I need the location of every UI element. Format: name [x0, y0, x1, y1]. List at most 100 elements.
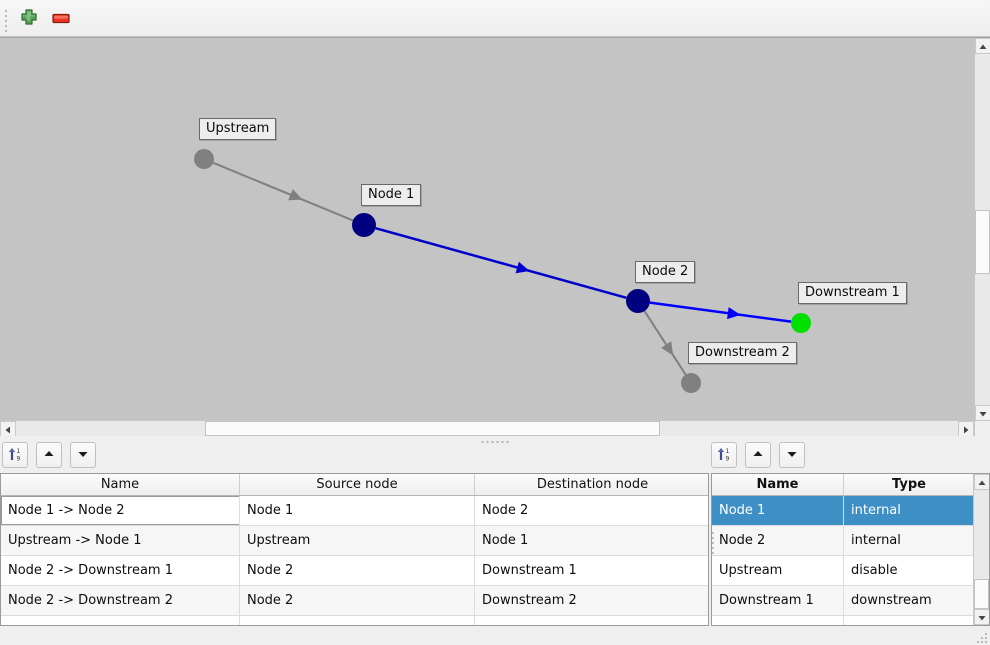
node-sort-button[interactable]: 1 9 — [711, 442, 737, 468]
delete-node-button[interactable] — [48, 6, 74, 32]
node-table-header-1[interactable]: Type — [843, 474, 975, 496]
hscrollbar-thumb[interactable] — [205, 421, 660, 436]
node-table-cell[interactable]: Node 2 — [712, 525, 844, 556]
node-label-downstream1[interactable]: Downstream 1 — [798, 282, 907, 304]
edge-table-cell-empty — [1, 615, 240, 625]
edge-table-header-1[interactable]: Source node — [239, 474, 475, 496]
edge-sort-button[interactable]: 1 9 — [2, 442, 28, 468]
edge-table-cell[interactable]: Upstream — [239, 525, 475, 556]
scroll-down-button[interactable] — [975, 405, 990, 421]
node-label-node2[interactable]: Node 2 — [635, 261, 696, 283]
node-table-cell-empty — [843, 615, 975, 625]
edge-arrow-upstream-node1 — [288, 189, 303, 201]
edge-table-cell[interactable]: Node 1 -> Node 2 — [1, 495, 240, 526]
edge-table-header-2[interactable]: Destination node — [474, 474, 708, 496]
node-scroll-up-button[interactable] — [974, 474, 989, 490]
node-table-grip — [712, 532, 715, 554]
edge-move-down-button[interactable] — [70, 442, 96, 468]
scrollbar-corner — [974, 420, 990, 436]
edge-node2-downstream2[interactable] — [643, 310, 687, 376]
node-table-cell[interactable]: internal — [843, 495, 975, 526]
node-table-cell[interactable]: internal — [843, 525, 975, 556]
edge-move-up-button[interactable] — [36, 442, 62, 468]
edge-node2-downstream1[interactable] — [649, 301, 792, 323]
vscrollbar-thumb[interactable] — [975, 210, 990, 274]
toolbar-drag-handle[interactable] — [5, 10, 9, 32]
node-label-upstream[interactable]: Upstream — [199, 118, 277, 140]
scroll-left-button[interactable] — [0, 421, 16, 437]
splitter-handle[interactable] — [0, 436, 990, 448]
window-resize-grip[interactable] — [974, 630, 987, 643]
triangle-up-icon — [44, 450, 54, 456]
edge-table-cell[interactable]: Node 2 -> Downstream 1 — [1, 555, 240, 586]
node-scrollbar-thumb[interactable] — [974, 579, 989, 609]
edge-table-cell[interactable]: Downstream 2 — [474, 585, 708, 616]
node-scroll-down-button[interactable] — [974, 609, 989, 625]
edge-table-cell[interactable]: Node 2 — [239, 555, 475, 586]
graph-node-node1[interactable] — [352, 213, 376, 237]
node-table-cell[interactable]: Downstream 1 — [712, 585, 844, 616]
bottom-status-area — [0, 626, 990, 645]
edge-upstream-node1[interactable] — [212, 161, 354, 222]
add-node-button[interactable] — [16, 6, 42, 32]
scroll-right-button[interactable] — [958, 421, 974, 437]
triangle-up-icon — [978, 480, 986, 485]
svg-text:1: 1 — [17, 448, 21, 455]
edge-arrow-node2-downstream2 — [661, 341, 674, 356]
node-table-cell[interactable]: downstream — [843, 585, 975, 616]
canvas-horizontal-scrollbar[interactable] — [0, 420, 974, 437]
edge-table-cell-empty — [474, 615, 708, 625]
graph-node-upstream[interactable] — [194, 149, 214, 169]
edge-table-cell[interactable]: Downstream 1 — [474, 555, 708, 586]
edge-node1-node2[interactable] — [375, 227, 627, 299]
triangle-down-icon — [979, 412, 987, 417]
canvas-vertical-scrollbar[interactable] — [974, 38, 990, 421]
edge-table-cell[interactable]: Node 2 — [474, 495, 708, 526]
graph-node-node2[interactable] — [626, 289, 650, 313]
graph-node-downstream2[interactable] — [681, 373, 701, 393]
node-table-scrollbar[interactable] — [973, 474, 989, 625]
node-label-downstream2[interactable]: Downstream 2 — [688, 342, 797, 364]
triangle-up-icon — [753, 450, 763, 456]
scroll-up-button[interactable] — [975, 38, 990, 54]
edge-table-cell[interactable]: Upstream -> Node 1 — [1, 525, 240, 556]
edge-table-header-0[interactable]: Name — [1, 474, 240, 496]
node-table-cell-empty — [712, 615, 844, 625]
svg-text:1: 1 — [726, 448, 730, 455]
node-table-cell[interactable]: Upstream — [712, 555, 844, 586]
svg-text:9: 9 — [17, 455, 21, 462]
node-table-cell[interactable]: disable — [843, 555, 975, 586]
node-move-up-button[interactable] — [745, 442, 771, 468]
plus-icon — [21, 9, 37, 25]
node-label-node1[interactable]: Node 1 — [361, 184, 422, 206]
edge-table-cell[interactable]: Node 1 — [239, 495, 475, 526]
node-table-header-0[interactable]: Name — [712, 474, 844, 496]
edge-table-cell[interactable]: Node 1 — [474, 525, 708, 556]
node-move-down-button[interactable] — [779, 442, 805, 468]
edge-table-cell[interactable]: Node 2 -> Downstream 2 — [1, 585, 240, 616]
triangle-down-icon — [978, 616, 986, 621]
triangle-right-icon — [964, 426, 969, 434]
graph-node-downstream1[interactable] — [791, 313, 811, 333]
node-table-cell[interactable]: Node 1 — [712, 495, 844, 526]
table-row-empty — [1, 615, 708, 625]
edge-table-cell[interactable]: Node 2 — [239, 585, 475, 616]
